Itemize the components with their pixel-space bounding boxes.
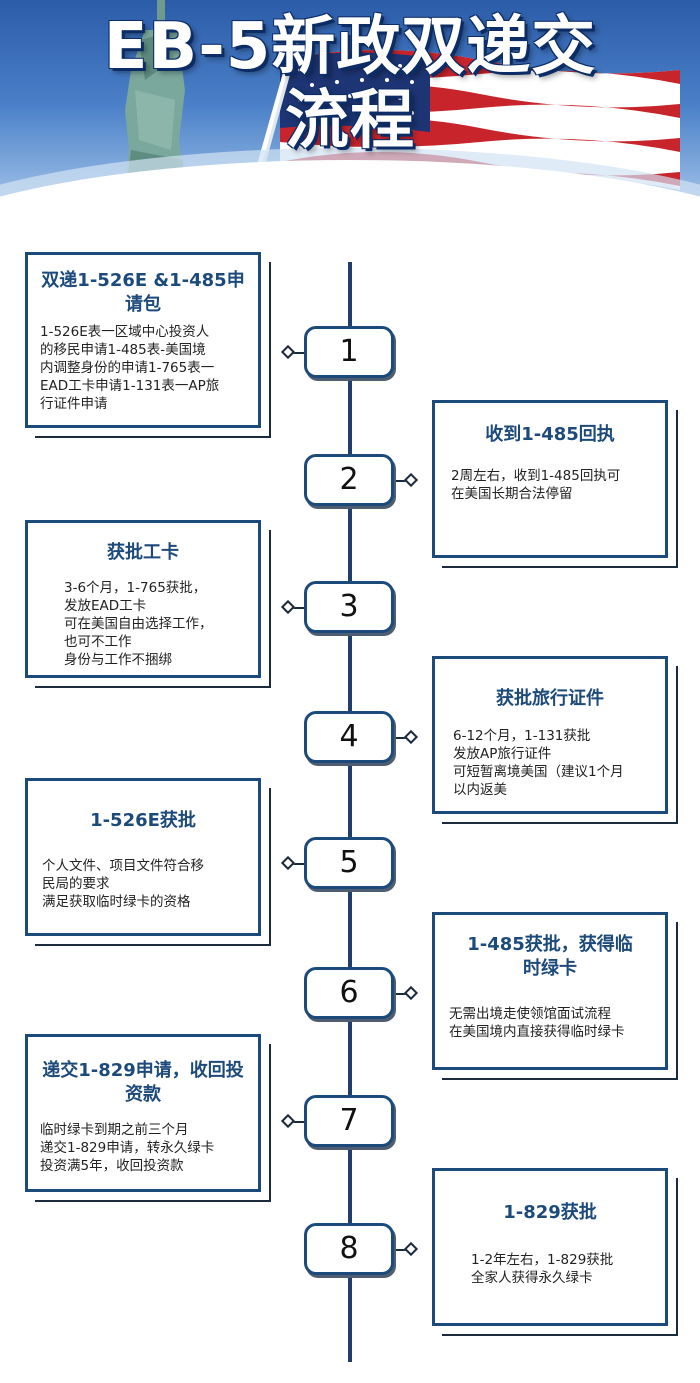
step-title: 递交1-829申请，收回投资款 [42,1060,244,1105]
step-connector [394,1249,406,1251]
step-description: 1-526E表一区域中心投资人 的移民申请1-485表-美国境 内调整身份的申请… [40,324,220,412]
step-number-5: 5 [304,837,394,889]
step-connector [394,993,406,995]
step-number-1: 1 [304,326,394,378]
connector-diamond [403,472,419,488]
step-card-4: 获批旅行证件 6-12个月，1-131获批 发放AP旅行证件 可短暂离境美国（建… [432,656,668,814]
step-description: 6-12个月，1-131获批 发放AP旅行证件 可短暂离境美国（建议1个月 以内… [453,728,624,798]
step-number-4: 4 [304,711,394,763]
step-number-6: 6 [304,967,394,1019]
step-number-3: 3 [304,581,394,633]
connector-diamond [403,729,419,745]
step-title: 获批旅行证件 [496,688,604,709]
step-card-8: 1-829获批 1-2年左右，1-829获批 全家人获得永久绿卡 [432,1168,668,1326]
step-number-7: 7 [304,1095,394,1147]
connector-diamond [403,1241,419,1257]
step-title: 1-829获批 [503,1202,597,1223]
step-title: 获批工卡 [107,542,179,563]
step-connector [292,1121,304,1123]
page-title-line-2: 流程 [285,84,415,158]
step-number-2: 2 [304,454,394,506]
connector-diamond [403,985,419,1001]
step-card-3: 获批工卡 3-6个月，1-765获批， 发放EAD工卡 可在美国自由选择工作， … [25,520,261,678]
connector-diamond [280,599,296,615]
step-card-7: 递交1-829申请，收回投资款 临时绿卡到期之前三个月 递交1-829申请，转永… [25,1034,261,1192]
timeline-line [348,262,352,1362]
page-title-line-1: EB-5新政双递交 [103,10,597,84]
step-connector [292,607,304,609]
step-description: 2周左右，收到1-485回执可 在美国长期合法停留 [451,468,621,502]
step-connector [394,737,406,739]
step-title: 1-526E获批 [90,810,196,831]
step-title: 1-485获批，获得临时绿卡 [467,934,633,979]
step-card-5: 1-526E获批 个人文件、项目文件符合移 民局的要求 满足获取临时绿卡的资格 [25,778,261,936]
connector-diamond [280,855,296,871]
step-connector [292,352,304,354]
connector-diamond [280,344,296,360]
step-card-6: 1-485获批，获得临时绿卡 无需出境走使领馆面试流程 在美国境内直接获得临时绿… [432,912,668,1070]
step-description: 临时绿卡到期之前三个月 递交1-829申请，转永久绿卡 投资满5年，收回投资款 [40,1122,215,1174]
step-description: 3-6个月，1-765获批， 发放EAD工卡 可在美国自由选择工作， 也可不工作… [64,580,213,668]
step-connector [394,480,406,482]
header-banner: EB-5新政双递交 流程 [0,0,700,232]
step-description: 个人文件、项目文件符合移 民局的要求 满足获取临时绿卡的资格 [42,858,204,910]
step-card-1: 双递1-526E &1-485申请包 1-526E表一区域中心投资人 的移民申请… [25,252,261,428]
step-card-2: 收到1-485回执 2周左右，收到1-485回执可 在美国长期合法停留 [432,400,668,558]
step-title: 双递1-526E &1-485申请包 [41,270,245,315]
step-number-8: 8 [304,1223,394,1275]
connector-diamond [280,1113,296,1129]
step-connector [292,863,304,865]
step-description: 1-2年左右，1-829获批 全家人获得永久绿卡 [471,1252,614,1286]
step-title: 收到1-485回执 [485,424,615,445]
step-description: 无需出境走使领馆面试流程 在美国境内直接获得临时绿卡 [449,1006,625,1040]
